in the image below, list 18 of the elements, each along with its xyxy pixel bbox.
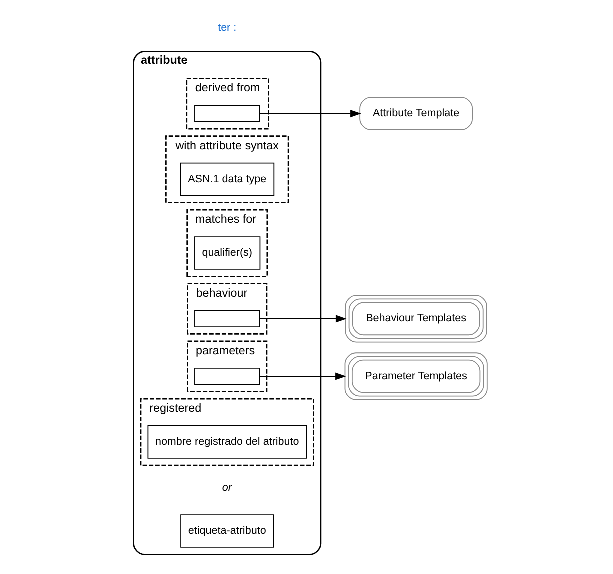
- node-box: Behaviour Templates: [344, 295, 487, 343]
- arrow: [259, 315, 346, 323]
- node-box: [194, 368, 260, 386]
- node-box: ASN.1 data type: [180, 162, 274, 196]
- node-box: nombre registrado del atributo: [147, 426, 306, 459]
- cluster: parameters: [186, 340, 268, 392]
- label: or: [222, 482, 232, 494]
- node-box: qualifier(s): [194, 236, 260, 270]
- node-box: etiqueta-atributo: [180, 514, 274, 548]
- arrow: [259, 372, 346, 380]
- cluster: derived from: [186, 78, 269, 130]
- label: ter :: [218, 22, 236, 34]
- arrow: [259, 110, 361, 118]
- node-box: Parameter Templates: [344, 352, 488, 400]
- node-box: Attribute Template: [359, 97, 472, 130]
- cluster: behaviour: [186, 283, 268, 335]
- node-box: [194, 310, 260, 328]
- node-box: [194, 105, 260, 122]
